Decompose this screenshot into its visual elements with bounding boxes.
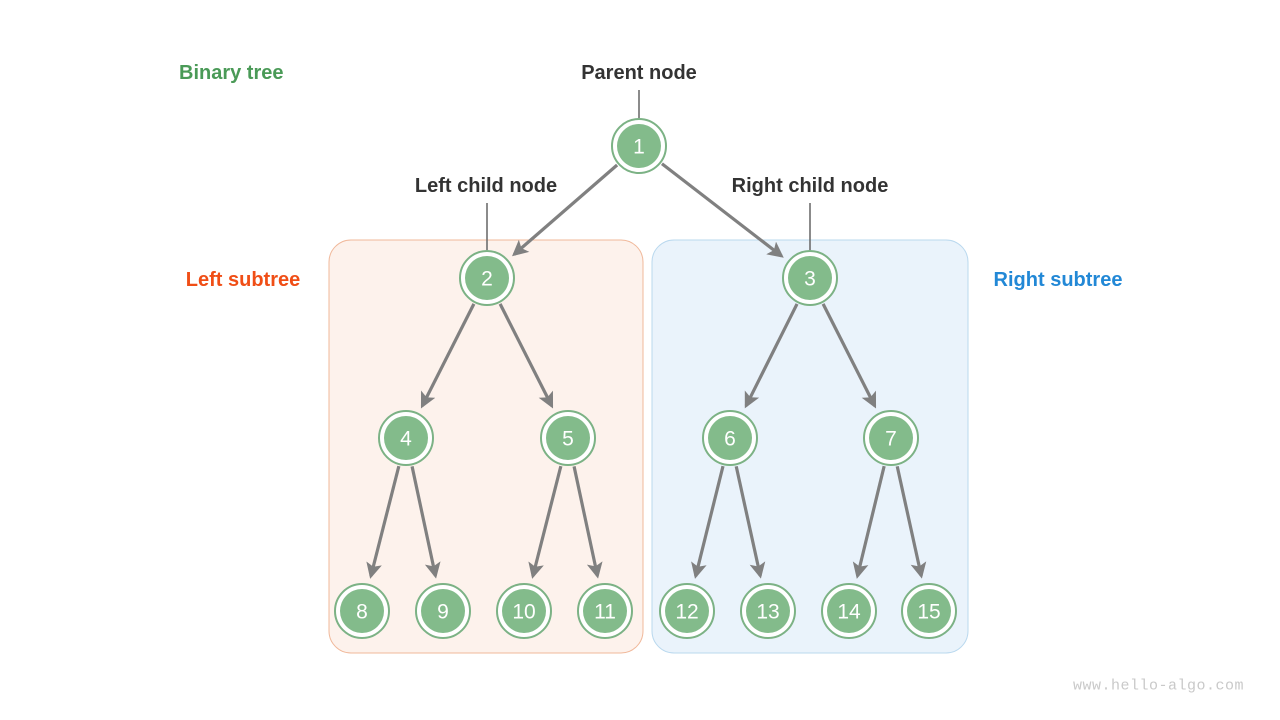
tree-node-3[interactable]: 3 (782, 250, 838, 306)
tree-node-3-value: 3 (804, 268, 816, 291)
tree-node-14-circle (827, 589, 871, 633)
parent-node-callout: Parent node (581, 62, 697, 118)
tree-node-2-value: 2 (481, 268, 493, 291)
tree-node-5-circle (546, 416, 590, 460)
tree-node-14[interactable]: 14 (821, 583, 877, 639)
watermark-text: www.hello-algo.com (1073, 678, 1244, 695)
tree-node-11[interactable]: 11 (577, 583, 633, 639)
parent-node-callout-label: Parent node (581, 62, 697, 84)
left-child-node-callout: Left child node (415, 175, 557, 250)
tree-node-9-value: 9 (437, 601, 449, 624)
tree-edge-3-to-6 (744, 303, 799, 409)
tree-node-14-value: 14 (837, 601, 861, 624)
tree-node-8-value: 8 (356, 601, 368, 624)
tree-edge-7-to-15 (895, 465, 927, 579)
tree-node-1-circle (617, 124, 661, 168)
tree-edge-2-to-5 (498, 303, 554, 409)
left-subtree-panel-label: Left subtree (186, 269, 300, 291)
tree-node-7[interactable]: 7 (863, 410, 919, 466)
tree-node-13-value: 13 (756, 601, 779, 624)
tree-node-8[interactable]: 8 (334, 583, 390, 639)
tree-node-7-value: 7 (885, 428, 897, 451)
tree-edge-1-to-2 (512, 163, 619, 257)
tree-edge-3-to-7 (821, 303, 877, 409)
subtree-panels: Left subtree Right subtree (186, 239, 1123, 654)
left-child-node-callout-label: Left child node (415, 175, 557, 197)
tree-node-10[interactable]: 10 (496, 583, 552, 639)
tree-node-11-value: 11 (594, 601, 616, 624)
tree-node-6-circle (708, 416, 752, 460)
tree-edge-7-to-14 (852, 465, 886, 579)
tree-node-4[interactable]: 4 (378, 410, 434, 466)
right-child-node-callout-label: Right child node (732, 175, 889, 197)
tree-node-13-circle (746, 589, 790, 633)
right-subtree-panel: Right subtree (651, 239, 1123, 654)
tree-edge-5-to-11 (572, 466, 603, 579)
tree-node-2-circle (465, 256, 509, 300)
tree-edge-6-to-13 (734, 465, 766, 579)
tree-node-9-circle (421, 589, 465, 633)
tree-node-15-value: 15 (917, 601, 940, 624)
tree-edge-2-to-4 (420, 303, 476, 409)
tree-node-4-circle (384, 416, 428, 460)
tree-node-5-value: 5 (562, 428, 574, 451)
tree-node-8-circle (340, 589, 384, 633)
tree-edge-4-to-8 (366, 465, 401, 579)
tree-node-12[interactable]: 12 (659, 583, 715, 639)
tree-node-6-value: 6 (724, 428, 736, 451)
tree-edges (366, 162, 927, 579)
tree-node-15[interactable]: 15 (901, 583, 957, 639)
tree-node-5[interactable]: 5 (540, 410, 596, 466)
figure-title: Binary tree (179, 62, 284, 84)
tree-node-1-value: 1 (633, 136, 645, 159)
right-subtree-panel-label: Right subtree (994, 269, 1123, 291)
tree-edge-6-to-12 (691, 465, 725, 579)
tree-edge-5-to-10 (528, 465, 563, 579)
tree-node-13[interactable]: 13 (740, 583, 796, 639)
tree-node-4-value: 4 (400, 428, 412, 451)
left-subtree-panel: Left subtree (186, 239, 644, 654)
left-subtree-panel-background (328, 239, 644, 654)
tree-node-10-value: 10 (512, 601, 535, 624)
tree-node-12-value: 12 (675, 601, 698, 624)
tree-edge-4-to-9 (410, 466, 441, 579)
tree-node-7-circle (869, 416, 913, 460)
right-child-node-callout: Right child node (732, 175, 889, 250)
tree-node-10-circle (502, 589, 546, 633)
tree-node-11-circle (583, 589, 627, 633)
tree-edge-1-to-3 (660, 162, 784, 258)
tree-node-3-circle (788, 256, 832, 300)
tree-node-15-circle (907, 589, 951, 633)
tree-node-12-circle (665, 589, 709, 633)
tree-node-1[interactable]: 1 (611, 118, 667, 174)
tree-node-2[interactable]: 2 (459, 250, 515, 306)
tree-node-9[interactable]: 9 (415, 583, 471, 639)
tree-node-6[interactable]: 6 (702, 410, 758, 466)
